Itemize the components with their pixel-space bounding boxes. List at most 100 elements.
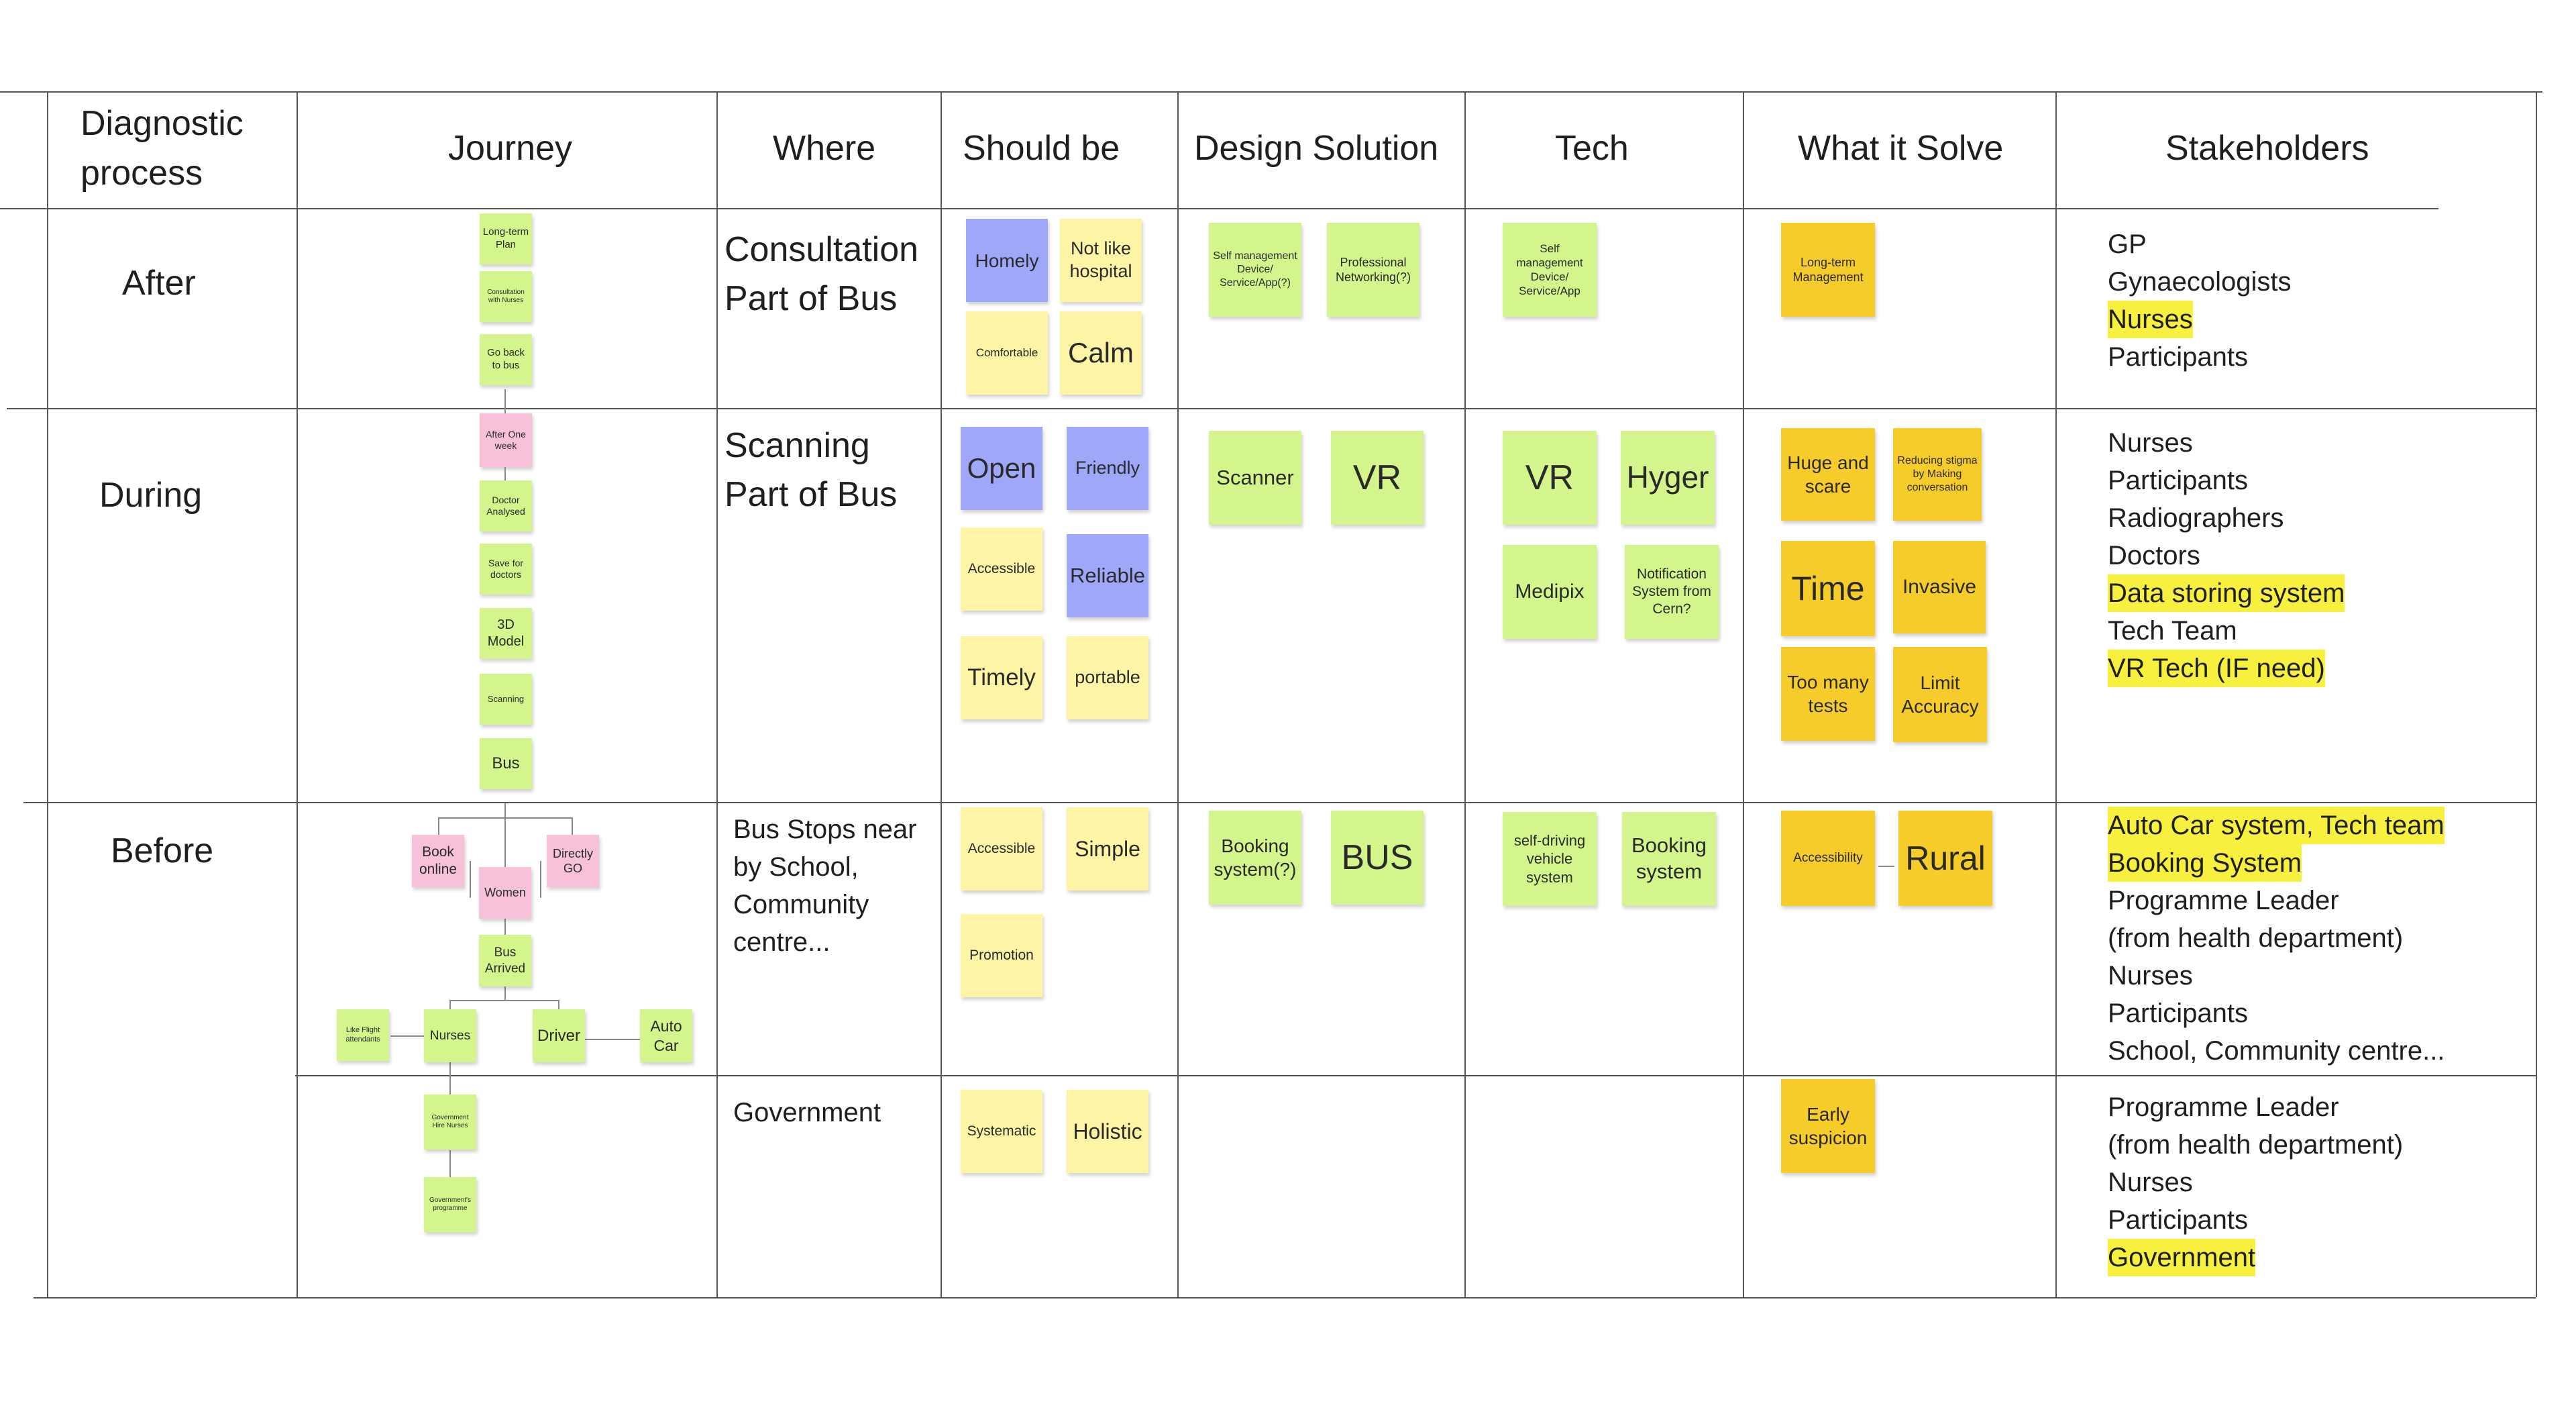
journey-note-directly-go[interactable]: Directly GO bbox=[547, 835, 599, 887]
grid-col-3 bbox=[941, 91, 942, 1297]
should-be-note-accessible-before[interactable]: Accessible bbox=[961, 807, 1042, 890]
design-note-professional-networking[interactable]: Professional Networking(?) bbox=[1327, 223, 1419, 317]
tech-note-self-management[interactable]: Self management Device/ Service/App bbox=[1503, 223, 1597, 317]
solve-note-accessibility[interactable]: Accessibility bbox=[1781, 811, 1875, 906]
journey-note-like-flight-attendants[interactable]: Like Flight attendants bbox=[337, 1009, 389, 1061]
should-be-note-timely[interactable]: Timely bbox=[961, 636, 1042, 719]
tech-note-hyger[interactable]: Hyger bbox=[1621, 431, 1715, 525]
journey-note-bus[interactable]: Bus bbox=[480, 738, 532, 789]
tech-note-medipix[interactable]: Medipix bbox=[1503, 545, 1597, 639]
solve-note-limit-accuracy[interactable]: Limit Accuracy bbox=[1893, 647, 1987, 742]
journey-note-book-online[interactable]: Book online bbox=[412, 835, 464, 887]
tech-note-self-driving[interactable]: self-driving vehicle system bbox=[1503, 812, 1597, 906]
tech-note-booking-system[interactable]: Booking system bbox=[1622, 812, 1716, 906]
grid-line-during-bottom bbox=[23, 802, 2536, 803]
stakeholder-item: Nurses bbox=[2108, 428, 2193, 458]
journey-connector bbox=[438, 817, 439, 835]
stakeholder-item-highlighted: Data storing system bbox=[2108, 574, 2345, 612]
stakeholders-before: Auto Car system, Tech team Booking Syste… bbox=[2108, 807, 2445, 1070]
stakeholder-item: Tech Team bbox=[2108, 616, 2237, 646]
header-diagnostic-process: Diagnostic process bbox=[80, 104, 244, 193]
solve-note-huge-and-scare[interactable]: Huge and scare bbox=[1781, 428, 1875, 521]
journey-note-3d-model[interactable]: 3D Model bbox=[480, 608, 532, 659]
header-where: Where bbox=[773, 129, 876, 168]
solve-note-invasive[interactable]: Invasive bbox=[1893, 541, 1986, 633]
solve-note-too-many-tests[interactable]: Too many tests bbox=[1781, 647, 1875, 741]
grid-col-0 bbox=[47, 91, 48, 1297]
stakeholder-item: Participants bbox=[2108, 1205, 2248, 1235]
design-note-scanner[interactable]: Scanner bbox=[1209, 431, 1301, 525]
journey-connector bbox=[390, 1035, 424, 1037]
journey-note-government-programme[interactable]: Government's programme bbox=[424, 1177, 476, 1232]
grid-col-7 bbox=[2055, 91, 2057, 1297]
journey-connector bbox=[470, 861, 471, 898]
solve-note-reducing-stigma[interactable]: Reducing stigma by Making conversation bbox=[1893, 428, 1982, 521]
should-be-note-reliable[interactable]: Reliable bbox=[1067, 534, 1148, 617]
grid-col-5 bbox=[1464, 91, 1466, 1297]
journey-note-bus-arrived[interactable]: Bus Arrived bbox=[479, 935, 531, 986]
design-note-bus[interactable]: BUS bbox=[1331, 811, 1424, 905]
should-be-note-holistic[interactable]: Holistic bbox=[1067, 1090, 1148, 1173]
stakeholders-after: GP Gynaecologists Nurses Participants bbox=[2108, 225, 2291, 376]
should-be-note-homely[interactable]: Homely bbox=[966, 219, 1048, 302]
journey-note-women[interactable]: Women bbox=[479, 867, 531, 919]
journey-note-nurses[interactable]: Nurses bbox=[424, 1009, 476, 1062]
tech-note-notification-system[interactable]: Notification System from Cern? bbox=[1625, 545, 1719, 639]
tech-note-vr[interactable]: VR bbox=[1503, 431, 1597, 525]
header-stakeholders: Stakeholders bbox=[2165, 129, 2369, 168]
journey-connector bbox=[558, 1000, 559, 1009]
stakeholder-item: (from health department) bbox=[2108, 1130, 2404, 1160]
stakeholder-item: Programme Leader bbox=[2108, 886, 2339, 915]
journey-connector bbox=[572, 817, 573, 835]
solve-note-long-term-management[interactable]: Long-term Management bbox=[1781, 223, 1875, 317]
should-be-note-promotion[interactable]: Promotion bbox=[961, 914, 1042, 997]
should-be-note-simple[interactable]: Simple bbox=[1067, 807, 1148, 890]
stakeholder-item-highlighted: Government bbox=[2108, 1239, 2256, 1276]
journey-note-go-back-bus[interactable]: Go back to bus bbox=[480, 334, 532, 385]
grid-line-bottom bbox=[34, 1297, 2536, 1298]
stakeholder-item: (from health department) bbox=[2108, 923, 2404, 953]
design-note-booking-system[interactable]: Booking system(?) bbox=[1209, 811, 1301, 905]
solve-note-early-suspicion[interactable]: Early suspicion bbox=[1781, 1079, 1875, 1173]
journey-connector bbox=[504, 389, 506, 413]
header-journey: Journey bbox=[448, 129, 572, 168]
journey-note-government-hire-nurses[interactable]: Government Hire Nurses bbox=[424, 1094, 476, 1150]
should-be-note-calm[interactable]: Calm bbox=[1060, 311, 1142, 395]
should-be-note-friendly[interactable]: Friendly bbox=[1067, 427, 1148, 510]
header-tech: Tech bbox=[1555, 129, 1629, 168]
solve-note-rural[interactable]: Rural bbox=[1898, 811, 1992, 906]
design-note-self-management[interactable]: Self management Device/ Service/App(?) bbox=[1209, 223, 1301, 317]
header-what-it-solve: What it Solve bbox=[1798, 129, 2004, 168]
grid-col-4 bbox=[1177, 91, 1179, 1297]
solve-connector bbox=[1878, 866, 1894, 867]
journey-note-driver[interactable]: Driver bbox=[533, 1009, 585, 1062]
journey-connector bbox=[504, 803, 506, 817]
journey-note-consultation-nurses[interactable]: Consultation with Nurses bbox=[480, 271, 532, 322]
journey-note-auto-car[interactable]: Auto Car bbox=[640, 1009, 692, 1062]
journey-connector bbox=[540, 861, 541, 898]
journey-note-doctor-analysed[interactable]: Doctor Analysed bbox=[480, 480, 532, 531]
should-be-note-comfortable[interactable]: Comfortable bbox=[966, 311, 1048, 395]
should-be-note-systematic[interactable]: Systematic bbox=[961, 1090, 1042, 1173]
stakeholder-item: Programme Leader bbox=[2108, 1092, 2339, 1122]
journey-note-after-one-week[interactable]: After One week bbox=[480, 413, 532, 467]
solve-note-time[interactable]: Time bbox=[1781, 541, 1875, 636]
stakeholder-item: Participants bbox=[2108, 999, 2248, 1028]
journey-note-long-term-plan[interactable]: Long-term Plan bbox=[480, 213, 532, 264]
journey-connector bbox=[449, 1150, 451, 1177]
stakeholder-item-highlighted: VR Tech (IF need) bbox=[2108, 650, 2325, 687]
journey-connector bbox=[504, 817, 506, 867]
grid-line-after-bottom bbox=[7, 408, 2536, 409]
should-be-note-not-like-hospital[interactable]: Not like hospital bbox=[1060, 219, 1142, 302]
design-note-vr[interactable]: VR bbox=[1331, 431, 1424, 525]
journey-note-save-for-doctors[interactable]: Save for doctors bbox=[480, 544, 532, 595]
should-be-note-portable[interactable]: portable bbox=[1067, 636, 1148, 719]
should-be-note-open[interactable]: Open bbox=[961, 427, 1042, 510]
should-be-note-accessible[interactable]: Accessible bbox=[961, 527, 1042, 611]
journey-connector bbox=[449, 1062, 451, 1094]
stakeholder-item: Gynaecologists bbox=[2108, 267, 2292, 297]
grid-col-8 bbox=[2536, 91, 2537, 1297]
stakeholder-item: Participants bbox=[2108, 342, 2248, 372]
where-during: Scanning Part of Bus bbox=[724, 426, 898, 514]
journey-note-scanning[interactable]: Scanning bbox=[480, 674, 532, 725]
